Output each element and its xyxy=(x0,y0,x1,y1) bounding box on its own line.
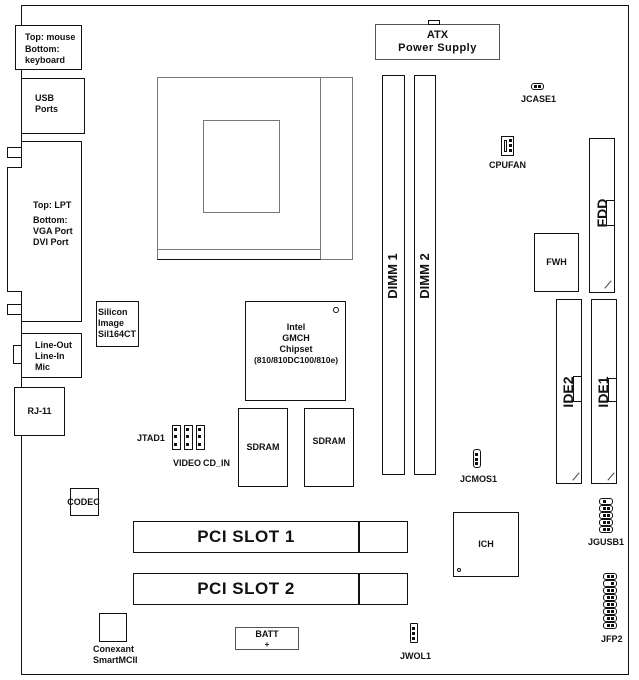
gmch-chipset: Intel GMCH Chipset (810/810DC100/810e) xyxy=(245,301,346,401)
cpu-socket-lever xyxy=(320,77,353,260)
codec-chip: CODEC xyxy=(67,488,100,516)
ide1-label: IDE1 xyxy=(595,376,611,408)
battery: BATT + xyxy=(235,627,299,650)
cd-in-label: CD_IN xyxy=(203,458,231,468)
jfp2-label: JFP2 xyxy=(601,634,623,644)
silicon-image-line3: Sil164CT xyxy=(98,329,137,339)
atx-label-line1: ATX xyxy=(426,29,449,41)
ide1-notch xyxy=(608,378,617,402)
atx-power-connector: ATX Power Supply xyxy=(375,24,500,60)
cd-in-header[interactable] xyxy=(196,425,205,450)
fdd-notch xyxy=(606,200,615,226)
codec-label: CODEC xyxy=(67,496,100,507)
ps2-port: Top: mouse Bottom: keyboard xyxy=(15,25,82,70)
jtad1-label: JTAD1 xyxy=(137,433,165,443)
pin1-marker-icon xyxy=(457,568,461,572)
ide2-label: IDE2 xyxy=(560,376,576,408)
lpt-vga-dvi-port: Top: LPT Bottom: VGA Port DVI Port xyxy=(21,141,82,322)
ps2-label-line3: keyboard xyxy=(25,55,66,65)
usb-label-line2: Ports xyxy=(35,104,59,114)
jwol1-header[interactable] xyxy=(410,623,418,643)
pci-slot-2-label: PCI SLOT 2 xyxy=(197,579,295,598)
pci-slot-1[interactable]: PCI SLOT 1 xyxy=(133,521,408,553)
dimm1-label: DIMM 1 xyxy=(385,253,400,299)
rj11-label: RJ-11 xyxy=(27,406,52,416)
gmch-label-line3: Chipset xyxy=(279,344,313,354)
jcase1-header[interactable] xyxy=(531,83,544,90)
audio-jacks: Line-Out Line-In Mic xyxy=(21,333,82,378)
sdram-chip-1: SDRAM xyxy=(238,408,288,487)
ich-chip: ICH xyxy=(453,512,519,577)
pci-slot-1-label: PCI SLOT 1 xyxy=(197,527,295,546)
cpufan-header[interactable] xyxy=(501,136,514,156)
cpu-die xyxy=(203,120,280,213)
gmch-label-line2: GMCH xyxy=(282,333,310,343)
jwol1-label: JWOL1 xyxy=(400,651,432,661)
video-label: VIDEO xyxy=(173,458,202,468)
pin1-marker-icon xyxy=(333,307,339,313)
silicon-image-line2: Image xyxy=(98,318,125,328)
audio-label-line3: Mic xyxy=(35,362,51,372)
usb-ports: USB Ports xyxy=(21,78,85,134)
fwh-label: FWH xyxy=(546,257,567,267)
lpt-label-line2: Bottom: xyxy=(33,215,68,225)
audio-label-line2: Line-In xyxy=(35,351,65,361)
audio-label-line1: Line-Out xyxy=(35,340,72,350)
cpufan-label: CPUFAN xyxy=(489,160,527,170)
lpt-side-bracket xyxy=(7,167,22,292)
ich-label: ICH xyxy=(478,539,494,549)
dimm1-slot[interactable] xyxy=(382,75,405,475)
rj11-port: RJ-11 xyxy=(14,387,65,436)
cpu-socket-bottom-bar xyxy=(157,249,321,260)
jgusb1-header[interactable] xyxy=(599,498,613,534)
jfp2-header[interactable] xyxy=(603,573,617,629)
sdram-chip-2: SDRAM xyxy=(304,408,354,487)
sdram-1-label: SDRAM xyxy=(246,442,280,452)
gmch-label-line1: Intel xyxy=(286,322,306,332)
fdd-label: FDD xyxy=(594,198,610,228)
video-header[interactable] xyxy=(184,425,193,450)
jcmos1-jumper[interactable] xyxy=(473,449,481,468)
conexant-label-line2: SmartMCII xyxy=(93,655,138,665)
ps2-label-line1: Top: mouse xyxy=(25,32,76,42)
conexant-chip xyxy=(99,613,127,642)
atx-label-line2: Power Supply xyxy=(398,42,477,54)
lpt-tab-bottom xyxy=(7,304,22,315)
jcase1-label: JCASE1 xyxy=(521,94,557,104)
dimm2-slot[interactable] xyxy=(414,75,436,475)
silicon-image-line1: Silicon xyxy=(98,307,128,317)
jcmos1-label: JCMOS1 xyxy=(460,474,498,484)
jgusb1-label: JGUSB1 xyxy=(588,537,625,547)
jtad1-header[interactable] xyxy=(172,425,181,450)
atx-latch xyxy=(428,20,440,25)
silicon-image-chip: Silicon Image Sil164CT xyxy=(96,301,139,347)
sdram-2-label: SDRAM xyxy=(312,436,346,446)
usb-label-line1: USB xyxy=(35,93,55,103)
gmch-label-line4: (810/810DC100/810e) xyxy=(253,355,339,365)
lpt-tab-top xyxy=(7,147,22,158)
audio-tab xyxy=(13,345,22,364)
ide2-notch xyxy=(573,376,582,402)
dimm2-label: DIMM 2 xyxy=(417,253,432,299)
fwh-chip: FWH xyxy=(534,233,579,292)
ps2-label-line2: Bottom: xyxy=(25,44,60,54)
batt-label: BATT xyxy=(255,629,279,639)
lpt-label-line4: DVI Port xyxy=(33,237,69,247)
lpt-label-line3: VGA Port xyxy=(33,226,73,236)
pci-slot-2[interactable]: PCI SLOT 2 xyxy=(133,573,408,605)
conexant-label-line1: Conexant xyxy=(93,644,135,654)
batt-plus-icon: + xyxy=(264,640,270,649)
lpt-label-line1: Top: LPT xyxy=(33,200,72,210)
